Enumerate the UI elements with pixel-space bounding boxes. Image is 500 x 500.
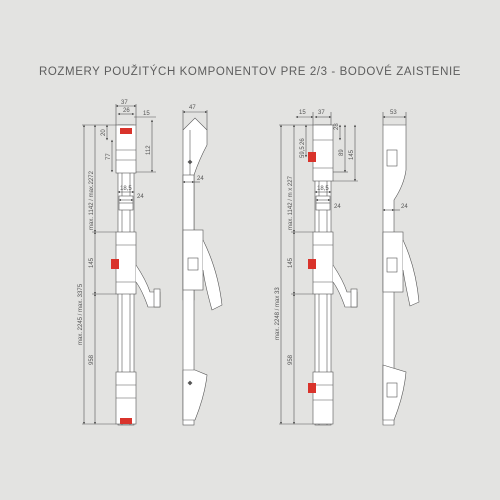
right-bottom-lock-point xyxy=(308,383,316,393)
dim-left-max1: max. 1142 / max.2272 xyxy=(89,170,95,230)
right-side-view xyxy=(382,112,420,426)
dim-right-89: 89 xyxy=(339,149,345,156)
dim-right-26: 26 xyxy=(300,138,306,145)
dim-right-958: 958 xyxy=(288,354,294,365)
dim-right-28: 28 xyxy=(334,123,340,130)
dim-right-59-5: 59,5 xyxy=(300,146,306,158)
page-title: ROZMERY POUŽITÝCH KOMPONENTOV PRE 2/3 - … xyxy=(38,66,462,78)
right-center-lock-point xyxy=(308,259,316,269)
dim-right-18-5: 18,5 xyxy=(317,186,329,192)
dim-left-side-24: 24 xyxy=(197,176,204,182)
dim-left-77: 77 xyxy=(106,153,112,160)
right-front-view xyxy=(279,112,358,426)
dim-left-side-47: 47 xyxy=(189,105,196,111)
dim-right-145a: 145 xyxy=(349,149,355,160)
dim-right-15: 15 xyxy=(299,110,306,116)
dim-left-max2: max. 2245 / max. 3375 xyxy=(78,283,84,345)
dim-left-37: 37 xyxy=(121,100,128,106)
dim-left-15: 15 xyxy=(143,111,150,117)
dim-left-24: 24 xyxy=(137,194,144,200)
dimension-labels: 37 26 15 18,5 24 20 77 112 max. 1142 / m… xyxy=(78,100,408,365)
top-lock-point xyxy=(120,128,132,134)
right-top-lock-point xyxy=(308,152,316,162)
dim-right-max1: max. 1142 / m x 227 xyxy=(288,175,294,230)
dim-right-side-24: 24 xyxy=(401,204,408,210)
dim-right-24: 24 xyxy=(334,204,341,210)
dim-right-side-53: 53 xyxy=(390,110,397,116)
dim-right-max2: max. 2248 / max 33 xyxy=(275,287,281,340)
dim-right-37: 37 xyxy=(318,110,325,116)
dim-left-112: 112 xyxy=(146,145,152,155)
left-front-view xyxy=(82,104,161,426)
bottom-lock-point xyxy=(120,418,132,424)
dim-left-18-5: 18,5 xyxy=(120,186,132,192)
dim-left-26: 26 xyxy=(123,108,130,114)
dim-left-145: 145 xyxy=(89,257,95,268)
left-side-view xyxy=(182,110,223,426)
dim-right-145b: 145 xyxy=(288,257,294,268)
dim-left-958: 958 xyxy=(89,354,95,365)
center-lock-point xyxy=(111,259,119,269)
dim-left-20: 20 xyxy=(101,129,107,136)
